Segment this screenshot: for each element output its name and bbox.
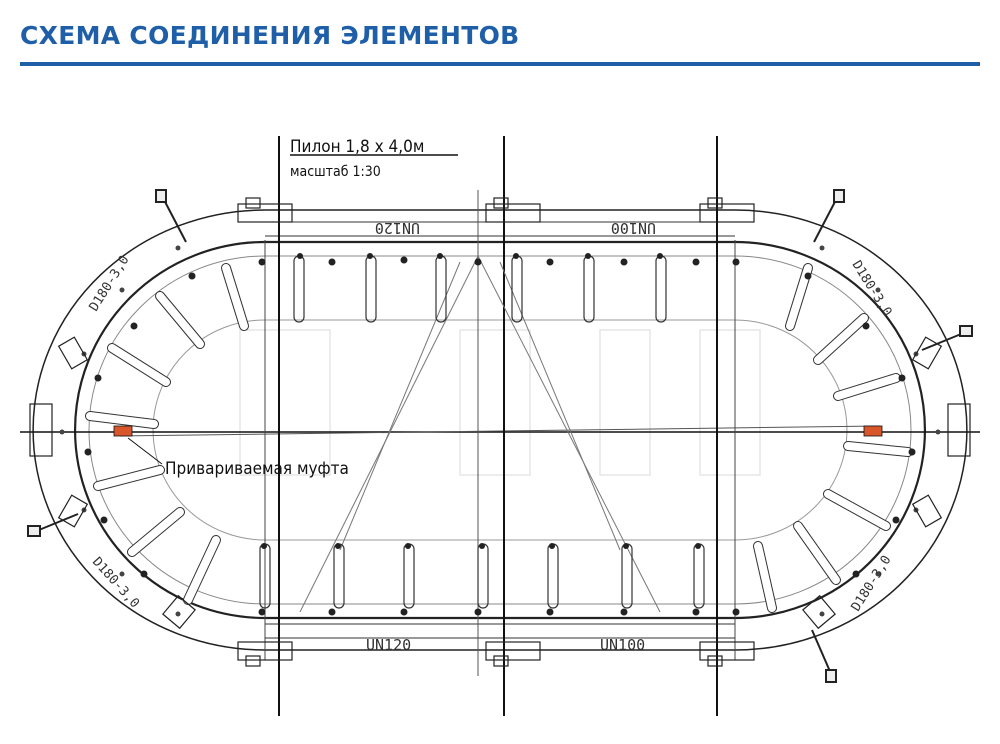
profile-label-top-right: UN100 bbox=[611, 219, 656, 237]
coupler-leader-line bbox=[127, 437, 163, 465]
diagonal-braces bbox=[299, 255, 661, 613]
center-axis bbox=[20, 425, 980, 437]
arc-label-bottom-right: D180-3,0 bbox=[849, 553, 895, 614]
drawing-scale: масштаб 1:30 bbox=[290, 164, 381, 180]
profile-label-bottom-left: UN120 bbox=[366, 636, 411, 654]
arc-label-top-right: D180-3,0 bbox=[849, 258, 895, 319]
coupler-label: Привариваемая муфта bbox=[165, 459, 349, 479]
arc-label-top-left: D180-3,0 bbox=[87, 253, 133, 314]
radial-slots-left bbox=[85, 263, 249, 605]
page-title: СХЕМА СОЕДИНЕНИЯ ЭЛЕМЕНТОВ bbox=[20, 21, 520, 50]
rails bbox=[265, 221, 735, 639]
profile-label-top-left: UN120 bbox=[375, 219, 420, 237]
drawing-heading: Пилон 1,8 х 4,0м bbox=[290, 137, 424, 157]
arc-label-bottom-left: D180-3,0 bbox=[89, 555, 142, 612]
tension-rods bbox=[27, 189, 973, 683]
outer-oval bbox=[32, 209, 968, 651]
welded-coupler-markers bbox=[113, 425, 883, 437]
page-header: СХЕМА СОЕДИНЕНИЯ ЭЛЕМЕНТОВ bbox=[20, 14, 980, 66]
vertical-axes bbox=[264, 136, 736, 716]
side-clamps bbox=[29, 336, 971, 630]
top-clamps bbox=[237, 197, 755, 223]
background-watermark bbox=[239, 329, 761, 476]
rebar-dots bbox=[84, 253, 916, 616]
title-underline bbox=[20, 62, 980, 66]
bottom-clamps bbox=[237, 641, 755, 667]
profile-label-bottom-right: UN100 bbox=[600, 636, 645, 654]
